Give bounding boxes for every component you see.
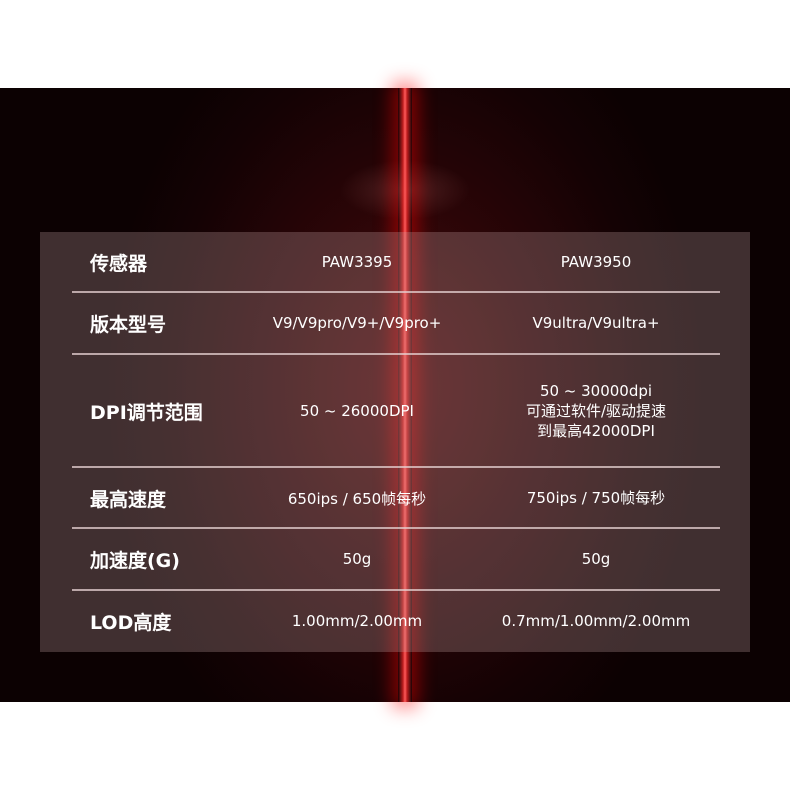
red-laser-line (398, 88, 412, 702)
cell-paw3395: 1.00mm/2.00mm (291, 612, 423, 630)
row-label: 传感器 (90, 252, 148, 275)
cell-paw3950: 750ips / 750帧每秒 (526, 489, 666, 507)
divider (72, 353, 720, 355)
cell-paw3950: V9ultra/V9ultra+ (532, 314, 660, 332)
cell-paw3950: 0.7mm/1.00mm/2.00mm (501, 612, 691, 630)
cell-paw3395: 650ips / 650帧每秒 (287, 489, 427, 508)
table-row: 加速度(G) 50g 50g (40, 529, 750, 589)
cell-paw3395: 50g (342, 550, 372, 568)
cell-paw3950: 50g (581, 550, 611, 568)
row-label: DPI调节范围 (90, 401, 203, 424)
cell-paw3395: PAW3395 (321, 253, 393, 271)
table-row: DPI调节范围 50 ~ 26000DPI 50 ~ 30000dpi 可通过软… (40, 355, 750, 467)
divider (72, 466, 720, 468)
table-row: 传感器 PAW3395 PAW3950 (40, 232, 750, 292)
cell-paw3950: PAW3950 (560, 253, 632, 271)
row-label: 最高速度 (90, 488, 167, 511)
divider (72, 589, 720, 591)
row-label: 版本型号 (90, 313, 167, 336)
cell-line: 可通过软件/驱动提速 (525, 402, 667, 420)
divider (72, 291, 720, 293)
cell-paw3950: 50 ~ 30000dpi 可通过软件/驱动提速 到最高42000DPI (462, 381, 750, 441)
spec-table: 传感器 PAW3395 PAW3950 版本型号 V9/V9pro/V9+/V9… (40, 232, 750, 652)
cell-paw3395: V9/V9pro/V9+/V9pro+ (272, 314, 442, 332)
row-label: LOD高度 (90, 611, 172, 634)
cell-line: 到最高42000DPI (537, 422, 655, 440)
table-row: 版本型号 V9/V9pro/V9+/V9pro+ V9ultra/V9ultra… (40, 293, 750, 353)
table-row: LOD高度 1.00mm/2.00mm 0.7mm/1.00mm/2.00mm (40, 591, 750, 651)
divider (72, 527, 720, 529)
table-row: 最高速度 650ips / 650帧每秒 750ips / 750帧每秒 (40, 468, 750, 528)
cell-line: 50 ~ 30000dpi (539, 382, 653, 400)
row-label: 加速度(G) (90, 549, 180, 572)
cell-paw3395: 50 ~ 26000DPI (300, 402, 414, 420)
